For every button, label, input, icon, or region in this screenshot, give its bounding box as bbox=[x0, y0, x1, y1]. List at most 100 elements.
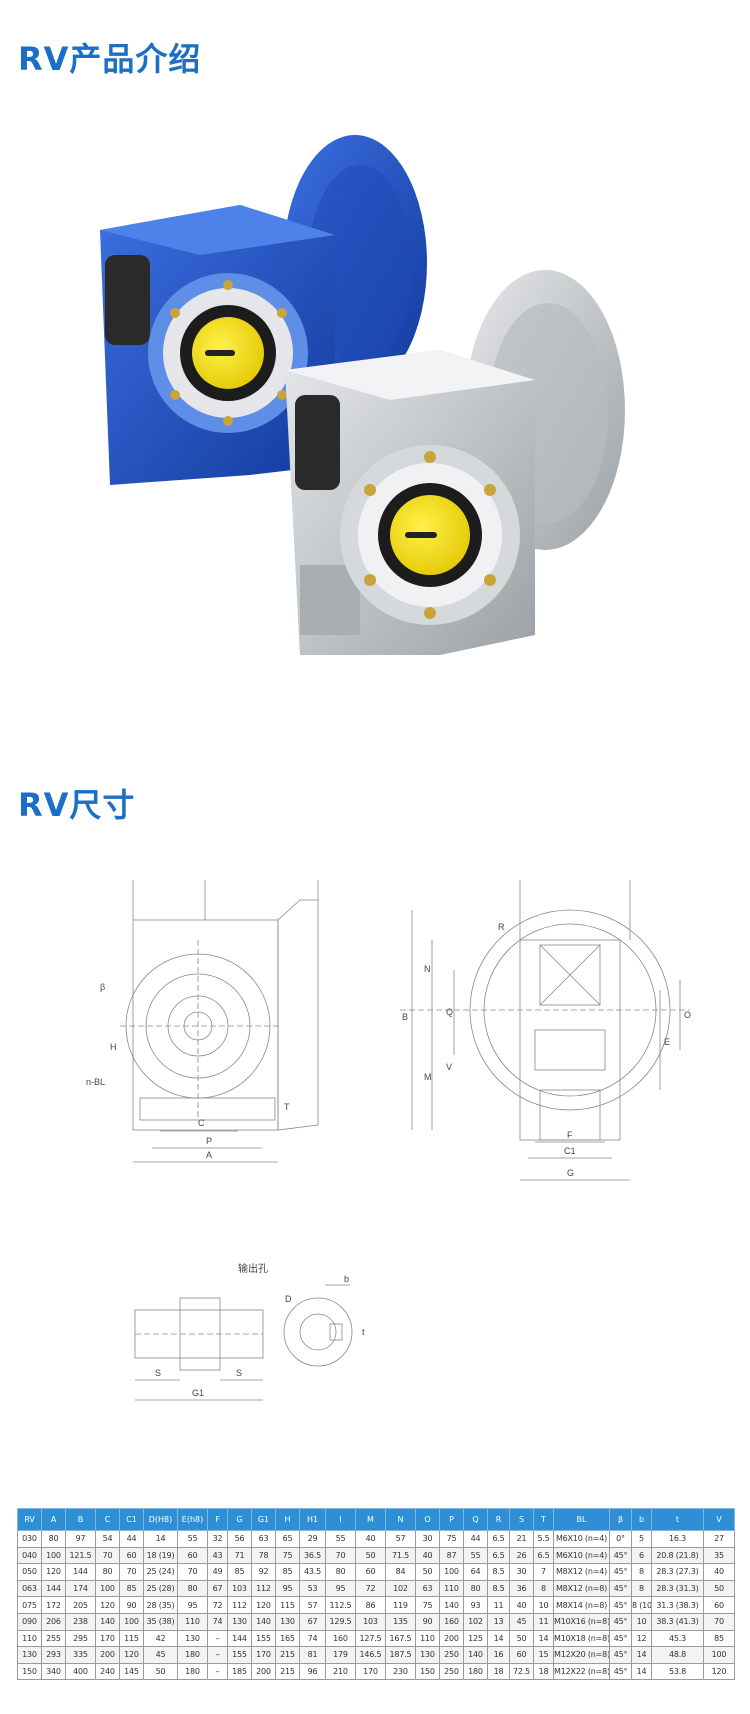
table-cell: M8X14 (n=8) bbox=[553, 1596, 610, 1614]
table-cell: 72 bbox=[207, 1596, 228, 1614]
table-cell: 115 bbox=[275, 1596, 300, 1614]
table-cell: 140 bbox=[463, 1646, 488, 1664]
table-cell: 28.3 (31.3) bbox=[651, 1579, 704, 1598]
column-header: I bbox=[325, 1508, 356, 1531]
table-cell: 206 bbox=[41, 1612, 66, 1631]
table-cell: 40 bbox=[703, 1563, 735, 1581]
table-cell: 63 bbox=[415, 1579, 440, 1598]
table-cell: 13 bbox=[487, 1612, 510, 1631]
table-cell: 103 bbox=[227, 1579, 252, 1598]
table-cell: 87 bbox=[439, 1546, 464, 1565]
column-header: B bbox=[65, 1508, 96, 1531]
table-cell: 140 bbox=[439, 1596, 464, 1614]
table-cell: 144 bbox=[227, 1629, 252, 1648]
table-cell: 30 bbox=[415, 1530, 440, 1548]
label-t-key: t bbox=[362, 1327, 365, 1337]
table-cell: 160 bbox=[439, 1612, 464, 1631]
label-p: P bbox=[206, 1136, 212, 1146]
column-header: H bbox=[275, 1508, 300, 1531]
table-cell: 50 bbox=[355, 1546, 386, 1565]
table-cell: 15 bbox=[533, 1646, 554, 1664]
label-c1: C1 bbox=[564, 1146, 576, 1156]
table-cell: 50 bbox=[509, 1629, 534, 1648]
table-cell: 92 bbox=[251, 1563, 276, 1581]
table-cell: 53.8 bbox=[651, 1662, 704, 1681]
column-header: G1 bbox=[251, 1508, 276, 1531]
table-cell: 040 bbox=[17, 1546, 42, 1565]
label-s-right: S bbox=[236, 1368, 242, 1378]
table-cell: 40 bbox=[509, 1596, 534, 1614]
table-cell: 18 (19) bbox=[143, 1546, 178, 1565]
table-cell: 71 bbox=[227, 1546, 252, 1565]
table-cell: 130 bbox=[227, 1612, 252, 1631]
table-cell: 72 bbox=[355, 1579, 386, 1598]
table-cell: 45° bbox=[609, 1579, 632, 1598]
table-cell: 80 bbox=[325, 1563, 356, 1581]
table-cell: 16.3 bbox=[651, 1530, 704, 1548]
table-cell: 45° bbox=[609, 1646, 632, 1664]
table-cell: 146.5 bbox=[355, 1646, 386, 1664]
table-cell: 120 bbox=[95, 1596, 120, 1614]
table-cell: 31.3 (38.3) bbox=[651, 1596, 704, 1614]
table-cell: 57 bbox=[299, 1596, 326, 1614]
label-m-vertical: M bbox=[424, 1072, 432, 1082]
label-h: H bbox=[110, 1042, 117, 1052]
table-cell: 127.5 bbox=[355, 1629, 386, 1648]
table-cell: 14 bbox=[533, 1629, 554, 1648]
table-cell: 7 bbox=[533, 1563, 554, 1581]
table-cell: 57 bbox=[385, 1530, 416, 1548]
table-cell: 103 bbox=[355, 1612, 386, 1631]
table-cell: 110 bbox=[177, 1612, 208, 1631]
label-g: G bbox=[567, 1168, 574, 1178]
dimensions-title: RV尺寸 bbox=[18, 786, 136, 824]
table-cell: 110 bbox=[439, 1579, 464, 1598]
table-cell: 135 bbox=[385, 1612, 416, 1631]
table-cell: – bbox=[207, 1662, 228, 1681]
table-cell: 28 (35) bbox=[143, 1596, 178, 1614]
table-cell: 200 bbox=[95, 1646, 120, 1664]
table-cell: 180 bbox=[463, 1662, 488, 1681]
table-cell: 45° bbox=[609, 1563, 632, 1581]
table-cell: 144 bbox=[65, 1563, 96, 1581]
table-cell: 54 bbox=[95, 1530, 120, 1548]
table-cell: 6.5 bbox=[487, 1530, 510, 1548]
column-header: T bbox=[533, 1508, 554, 1531]
column-header: β bbox=[609, 1508, 632, 1531]
table-cell: 11 bbox=[533, 1612, 554, 1631]
table-cell: 120 bbox=[41, 1563, 66, 1581]
table-cell: 45° bbox=[609, 1662, 632, 1681]
table-cell: 86 bbox=[355, 1596, 386, 1614]
table-cell: 93 bbox=[463, 1596, 488, 1614]
label-f: F bbox=[567, 1130, 573, 1140]
column-header: O bbox=[415, 1508, 440, 1531]
table-cell: 44 bbox=[119, 1530, 144, 1548]
table-cell: 145 bbox=[119, 1662, 144, 1681]
table-cell: 165 bbox=[275, 1629, 300, 1648]
table-cell: 230 bbox=[385, 1662, 416, 1681]
table-cell: 119 bbox=[385, 1596, 416, 1614]
column-header: RV bbox=[17, 1508, 42, 1531]
label-v: V bbox=[446, 1062, 452, 1072]
label-o: O bbox=[684, 1010, 691, 1020]
label-t: T bbox=[284, 1102, 290, 1112]
table-cell: 250 bbox=[439, 1646, 464, 1664]
column-header: A bbox=[41, 1508, 66, 1531]
column-header: Q bbox=[463, 1508, 488, 1531]
table-cell: 85 bbox=[227, 1563, 252, 1581]
table-cell: 16 bbox=[487, 1646, 510, 1664]
table-cell: M6X10 (n=4) bbox=[553, 1546, 610, 1565]
table-cell: 187.5 bbox=[385, 1646, 416, 1664]
table-cell: 50 bbox=[415, 1563, 440, 1581]
table-cell: 80 bbox=[95, 1563, 120, 1581]
table-cell: 45.3 bbox=[651, 1629, 704, 1648]
table-cell: 110 bbox=[17, 1629, 42, 1648]
table-cell: 40 bbox=[355, 1530, 386, 1548]
table-cell: 35 (38) bbox=[143, 1612, 178, 1631]
column-header: BL bbox=[553, 1508, 610, 1531]
table-cell: 75 bbox=[415, 1596, 440, 1614]
table-cell: 050 bbox=[17, 1563, 42, 1581]
table-cell: 35 bbox=[703, 1546, 735, 1565]
